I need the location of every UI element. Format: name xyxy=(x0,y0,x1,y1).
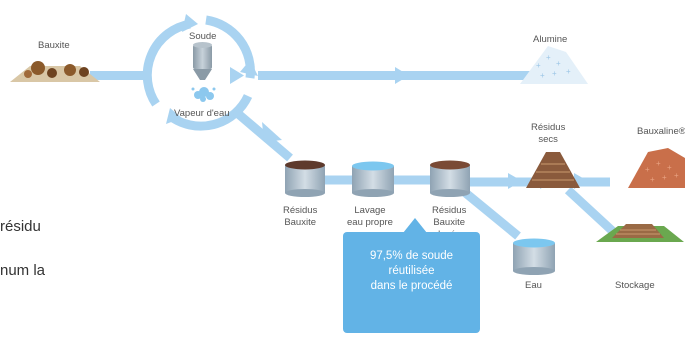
tank-residus-laves xyxy=(430,160,470,197)
callout-text: 97,5% de soude réutilisée dans le procéd… xyxy=(369,250,454,292)
bauxite-pile xyxy=(10,61,100,82)
svg-text:+: + xyxy=(552,69,557,78)
residus-secs-pile xyxy=(526,152,580,188)
recycling-ring xyxy=(142,14,258,131)
label-bauxaline: Bauxaline® xyxy=(637,126,685,137)
steam-cloud xyxy=(191,87,216,102)
soude-cylinder xyxy=(193,42,212,80)
label-stockage: Stockage xyxy=(615,280,655,291)
svg-text:+: + xyxy=(556,59,561,68)
svg-text:+: + xyxy=(546,53,551,62)
callout-pointer xyxy=(403,218,427,233)
tank-lavage xyxy=(352,161,394,197)
label-lavage: Lavage eau propre xyxy=(347,205,393,228)
label-bauxite: Bauxite xyxy=(38,40,70,51)
side-text-line2: num la xyxy=(0,262,46,279)
svg-text:+: + xyxy=(566,67,571,76)
label-alumine: Alumine xyxy=(533,34,568,45)
stockage-site xyxy=(596,224,684,242)
label-residus-secs: Résidus secs xyxy=(531,122,566,145)
label-residus-bauxite: Résidus Bauxite xyxy=(283,205,318,228)
svg-text:+: + xyxy=(667,163,672,172)
svg-text:+: + xyxy=(540,71,545,80)
svg-text:+: + xyxy=(536,61,541,70)
soude-reuse-callout: 97,5% de soude réutilisée dans le procéd… xyxy=(343,218,480,333)
svg-text:+: + xyxy=(674,171,679,180)
svg-text:+: + xyxy=(645,165,650,174)
label-vapeur: Vapeur d'eau xyxy=(174,108,230,119)
tank-residus-bauxite xyxy=(285,160,325,197)
svg-text:+: + xyxy=(650,175,655,184)
main-flow-band xyxy=(90,67,530,84)
svg-text:+: + xyxy=(662,173,667,182)
side-text-line1: résidu xyxy=(0,218,41,235)
alumine-pile: +++ +++ xyxy=(520,46,588,84)
bauxaline-pile: +++ +++ xyxy=(628,148,685,188)
svg-text:+: + xyxy=(656,159,661,168)
label-soude: Soude xyxy=(189,31,217,42)
label-eau: Eau xyxy=(525,280,542,291)
tank-eau xyxy=(513,238,555,275)
